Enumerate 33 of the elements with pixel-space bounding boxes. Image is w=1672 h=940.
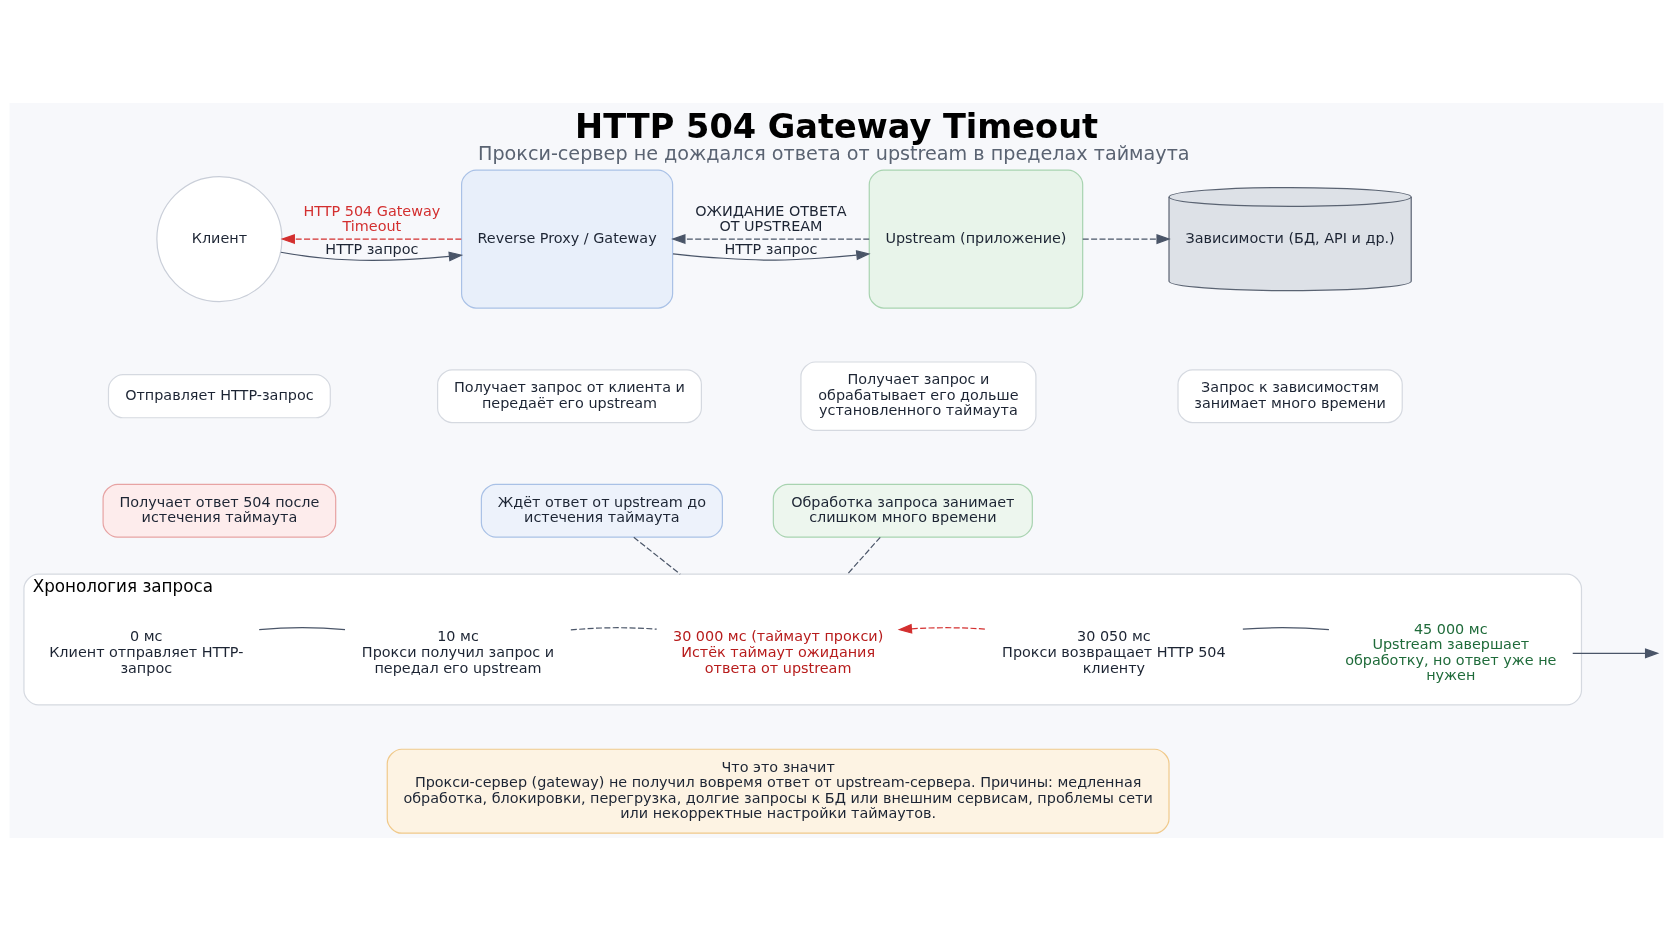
edge-label: HTTP запрос: [723, 240, 817, 257]
connector: [258, 626, 346, 630]
arrow: [897, 623, 985, 634]
diagram-title: HTTP 504 Gateway Timeout: [574, 106, 1098, 146]
edge-label: HTTP 504 Gateway Timeout: [302, 202, 440, 234]
node-box: Upstream (приложение): [868, 169, 1083, 309]
node-text: 45 000 мс Upstream завершает обработку, но ответ уже не нужен: [1344, 620, 1556, 683]
node-text: 30 050 мс Прокси возвращает HTTP 504 клиенту: [1001, 627, 1226, 676]
connector: [846, 536, 881, 575]
connector: [1241, 626, 1330, 630]
node-text: 10 мс Прокси получил запрос и передал его upstream: [361, 627, 554, 676]
arrow: [1081, 233, 1171, 244]
node-box: Получает запрос и обрабатывает его дольше установленного таймаута: [799, 360, 1036, 431]
node-box: Получает ответ 504 после истечения таймаута: [102, 483, 336, 538]
arrow: [671, 249, 871, 261]
node-text: 0 мс Клиент отправляет HTTP-запрос: [48, 627, 243, 676]
arrow: [279, 250, 463, 261]
node-box: Что это значит Прокси-сервер (gateway) не получил вовремя ответ от upstream-сервера. Причины: медленная обработка, блокировки, перегрузка, долгие запросы к БД или внешним сервисам, проблемы сети или некорректные настройки таймаутов.: [386, 748, 1170, 834]
connector: [569, 626, 657, 631]
node-box: Запрос к зависимостям занимает много времени: [1176, 368, 1403, 423]
arrow: [1571, 647, 1659, 658]
node-box: Ждёт ответ от upstream до истечения таймаута: [480, 483, 723, 538]
node-box: Получает запрос от клиента и передаёт его upstream: [436, 368, 702, 423]
node-box: Обработка запроса занимает слишком много времени: [772, 483, 1033, 538]
node-box: Reverse Proxy / Gateway: [460, 169, 673, 309]
connector: [632, 536, 681, 575]
node-box: Отправляет HTTP-запрос: [107, 373, 331, 418]
node-text: 30 000 мс (таймаут прокси) Истёк таймаут ожидания ответа от upstream: [672, 627, 883, 676]
edge-label: ОЖИДАНИЕ ОТВЕТА ОТ UPSTREAM: [694, 202, 847, 234]
arrow: [280, 233, 462, 244]
node-circle: Клиент: [155, 175, 283, 302]
edge-label: HTTP запрос: [324, 240, 418, 257]
arrow: [670, 233, 870, 244]
